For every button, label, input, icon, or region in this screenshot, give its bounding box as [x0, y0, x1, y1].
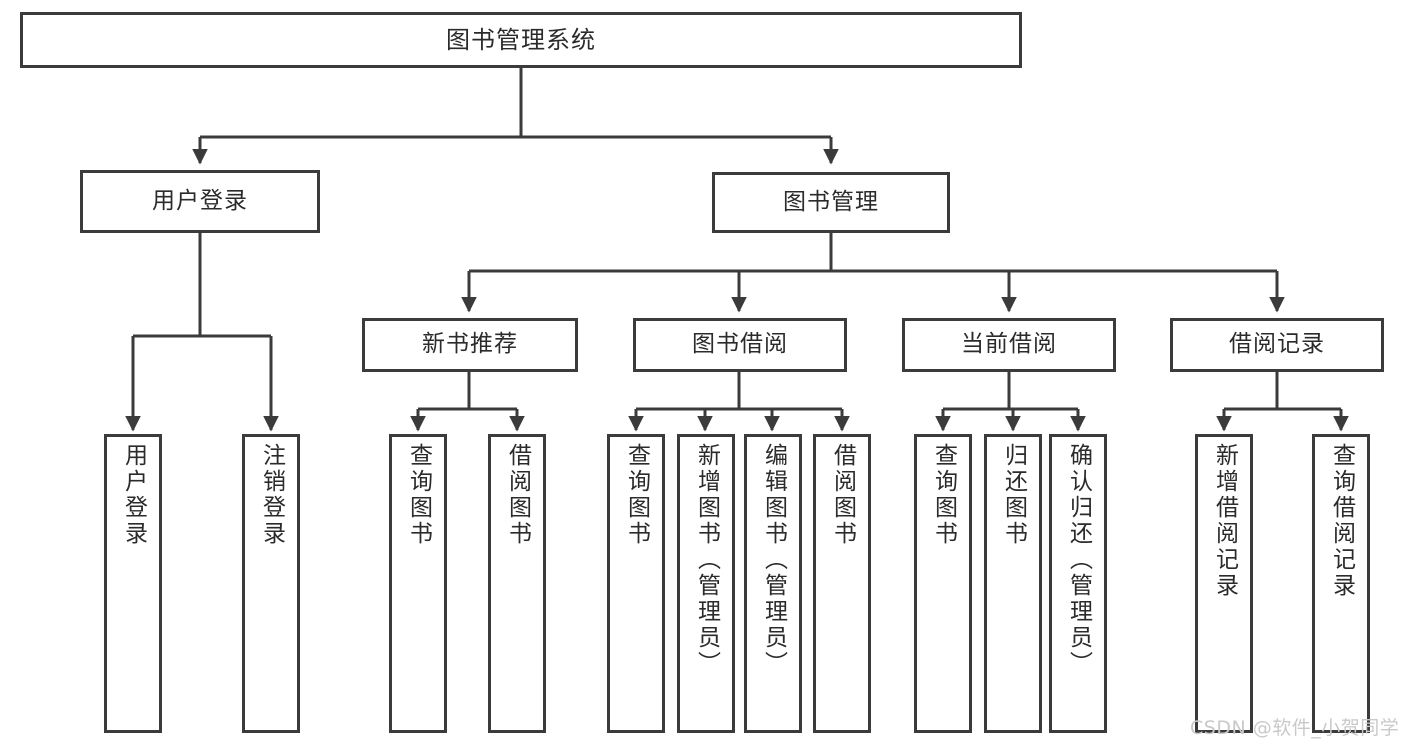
node-leaf-confirm-return-label: 确认归还（管理员）	[1065, 443, 1092, 677]
node-current-borrow[interactable]: 当前借阅	[902, 318, 1116, 372]
node-leaf-return-book-label: 归还图书	[1000, 443, 1027, 547]
node-leaf-query-book-2-label: 查询图书	[623, 443, 650, 547]
node-user-login-label: 用户登录	[152, 187, 248, 214]
node-leaf-user-login-label: 用户登录	[120, 443, 147, 547]
node-user-login[interactable]: 用户登录	[80, 170, 320, 233]
node-current-borrow-label: 当前借阅	[961, 331, 1057, 358]
node-leaf-add-book[interactable]: 新增图书（管理员）	[677, 434, 735, 733]
node-leaf-borrow-book-2-label: 借阅图书	[829, 443, 856, 547]
node-leaf-query-record-label: 查询借阅记录	[1328, 443, 1355, 599]
node-leaf-add-record-label: 新增借阅记录	[1211, 443, 1238, 599]
node-leaf-query-book-3[interactable]: 查询图书	[914, 434, 972, 733]
node-leaf-query-book-3-label: 查询图书	[930, 443, 957, 547]
node-new-book-recommend[interactable]: 新书推荐	[362, 318, 578, 372]
node-root-label: 图书管理系统	[446, 25, 596, 54]
node-book-borrow-label: 图书借阅	[692, 331, 788, 358]
node-leaf-query-book-2[interactable]: 查询图书	[607, 434, 665, 733]
node-leaf-query-record[interactable]: 查询借阅记录	[1312, 434, 1370, 733]
node-leaf-user-logout-label: 注销登录	[258, 443, 285, 547]
node-leaf-add-record[interactable]: 新增借阅记录	[1195, 434, 1253, 733]
node-new-book-recommend-label: 新书推荐	[422, 331, 518, 358]
node-borrow-record[interactable]: 借阅记录	[1170, 318, 1384, 372]
node-leaf-edit-book[interactable]: 编辑图书（管理员）	[744, 434, 802, 733]
node-leaf-borrow-book-2[interactable]: 借阅图书	[813, 434, 871, 733]
node-root[interactable]: 图书管理系统	[20, 12, 1022, 68]
node-leaf-edit-book-label: 编辑图书（管理员）	[760, 443, 787, 677]
node-leaf-return-book[interactable]: 归还图书	[984, 434, 1042, 733]
node-book-management-label: 图书管理	[783, 188, 879, 215]
node-book-borrow[interactable]: 图书借阅	[633, 318, 847, 372]
node-leaf-borrow-book-1[interactable]: 借阅图书	[488, 434, 546, 733]
node-leaf-add-book-label: 新增图书（管理员）	[693, 443, 720, 677]
node-leaf-confirm-return[interactable]: 确认归还（管理员）	[1049, 434, 1107, 733]
node-leaf-borrow-book-1-label: 借阅图书	[504, 443, 531, 547]
node-book-management[interactable]: 图书管理	[712, 172, 950, 233]
node-leaf-query-book-1[interactable]: 查询图书	[389, 434, 447, 733]
csdn-watermark: CSDN @软件_小贺同学	[1190, 717, 1400, 739]
node-leaf-user-login[interactable]: 用户登录	[104, 434, 162, 733]
node-leaf-query-book-1-label: 查询图书	[405, 443, 432, 547]
node-leaf-user-logout[interactable]: 注销登录	[242, 434, 300, 733]
node-borrow-record-label: 借阅记录	[1229, 331, 1325, 358]
